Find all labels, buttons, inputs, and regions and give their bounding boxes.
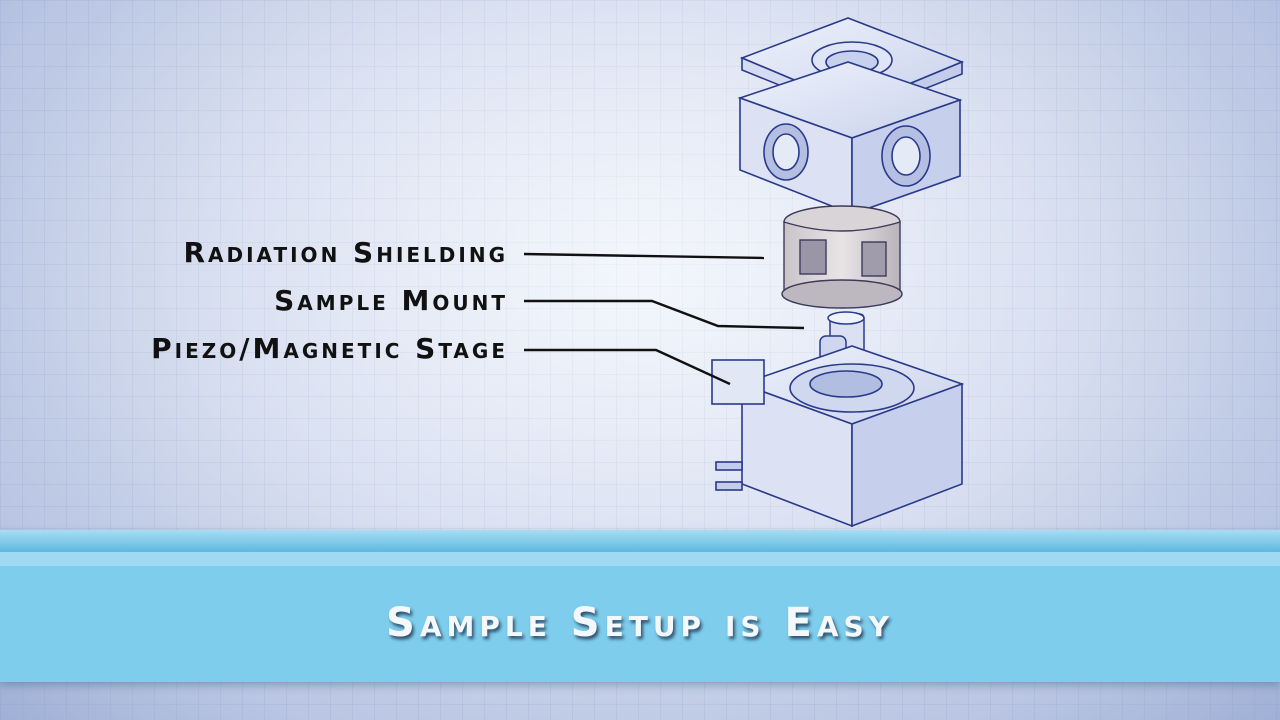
radiation-shield-part: [781, 205, 903, 309]
banner-top-band: [0, 530, 1280, 552]
label-sample-mount: Sample mount: [274, 284, 508, 317]
upper-housing: [737, 61, 963, 216]
caption-banner: Sample Setup is Easy: [0, 530, 1280, 682]
leader-lines: [523, 252, 805, 386]
leader-piezo: [524, 348, 731, 386]
leader-radiation: [523, 252, 765, 260]
base-housing: [711, 345, 965, 528]
label-piezo-magnetic-stage: Piezo/Magnetic stage: [151, 332, 508, 365]
banner-highlight-strip: [0, 552, 1280, 566]
label-radiation-shielding: Radiation Shielding: [183, 236, 508, 269]
banner-title: Sample Setup is Easy: [386, 600, 894, 646]
leader-sample: [524, 299, 805, 330]
